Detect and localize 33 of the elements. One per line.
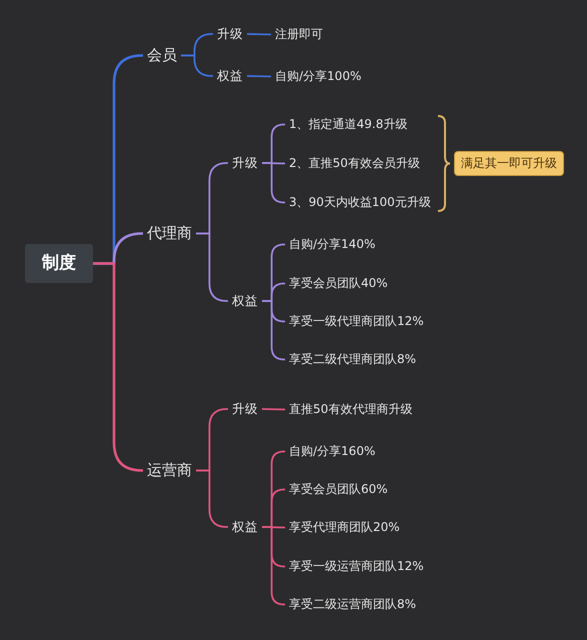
branch-line xyxy=(262,408,286,410)
leaf-text: 直推50有效代理商升级 xyxy=(285,400,416,418)
branch-line xyxy=(181,54,214,77)
leaf-text: 享受一级代理商团队12% xyxy=(285,312,428,330)
leaf-text: 自购/分享160% xyxy=(285,442,380,460)
leaf-text: 享受代理商团队20% xyxy=(285,518,404,536)
subtopic-label: 升级 xyxy=(213,24,247,44)
leaf-text: 自购/分享140% xyxy=(285,234,380,254)
subtopic-label: 升级 xyxy=(228,153,262,173)
leaf-text: 享受会员团队60% xyxy=(285,480,392,498)
subtopic-label: 权益 xyxy=(228,291,262,311)
note-box: 满足其一即可升级 xyxy=(454,150,564,176)
topic-label: 会员 xyxy=(143,44,181,66)
subtopic-label: 权益 xyxy=(213,66,247,86)
topic-label: 运营商 xyxy=(143,458,196,482)
leaf-text: 享受一级运营商团队12% xyxy=(285,556,428,576)
leaf-text: 享受会员团队40% xyxy=(285,274,392,292)
leaf-text: 1、指定通道49.8升级 xyxy=(285,114,412,134)
leaf-text: 自购/分享100% xyxy=(271,66,366,86)
branch-line xyxy=(246,33,272,36)
subtopic-label: 权益 xyxy=(228,517,262,537)
leaf-text: 2、直推50有效会员升级 xyxy=(285,154,424,172)
branch-line xyxy=(246,75,272,78)
leaf-text: 3、90天内收益100元升级 xyxy=(285,192,435,212)
branch-line xyxy=(196,470,228,528)
branch-line xyxy=(93,262,144,472)
leaf-text: 享受二级代理商团队8% xyxy=(285,350,420,368)
leaf-text: 注册即可 xyxy=(271,24,327,44)
branch-line xyxy=(196,232,228,302)
topic-label: 代理商 xyxy=(143,222,196,244)
leaf-text: 享受二级运营商团队8% xyxy=(285,594,420,614)
subtopic-label: 升级 xyxy=(228,399,262,419)
topic-box: 制度 xyxy=(25,244,93,283)
